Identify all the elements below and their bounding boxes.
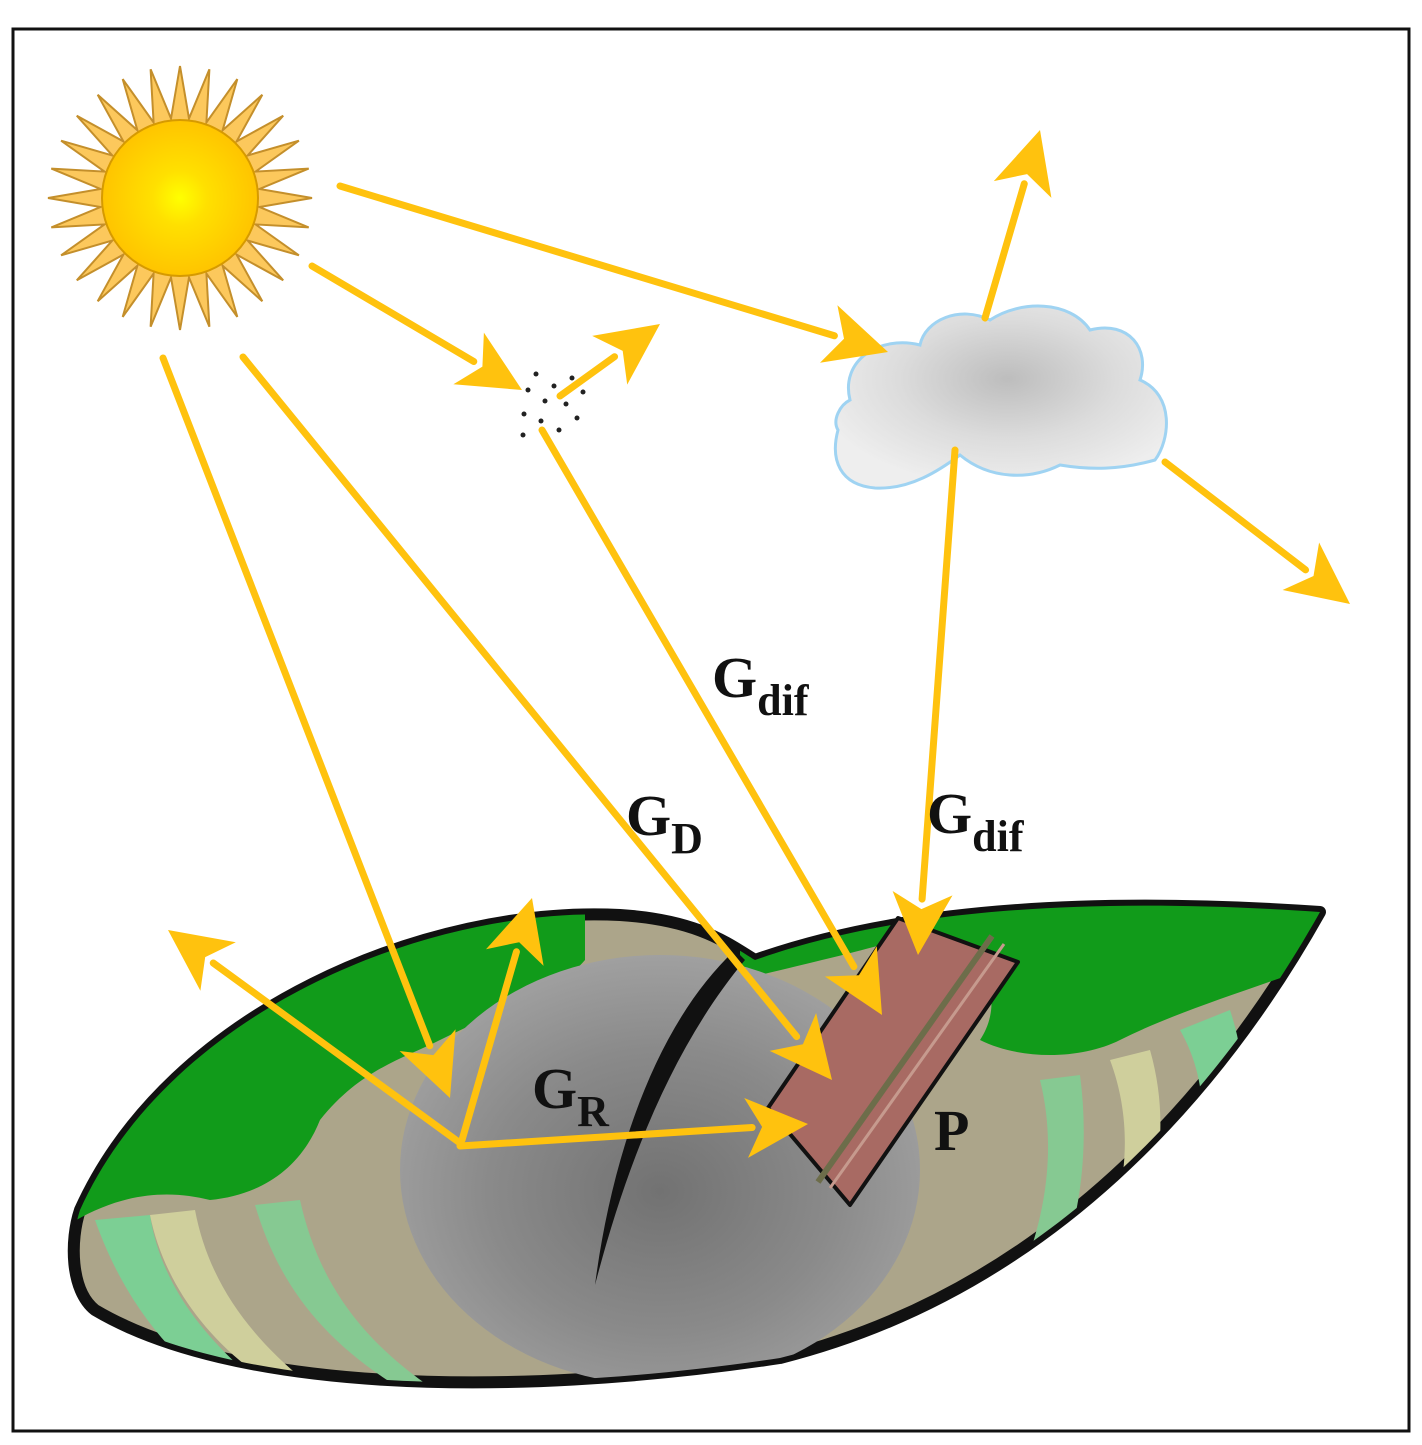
ray-cloud-scatter-right	[1161, 458, 1350, 604]
ray-particles-scatter	[556, 324, 660, 400]
ray-sun-to-ground-shaft	[159, 354, 434, 1050]
cloud-icon	[833, 304, 1168, 490]
label-g-dif-upper: Gdif	[712, 645, 810, 725]
ray-sun-to-ground	[159, 354, 456, 1098]
label-g-r: GR	[532, 1056, 610, 1136]
ray-cloud-to-panel-shaft	[918, 446, 959, 903]
ray-ground-reflect-to-panel-shaft	[456, 1124, 756, 1150]
ray-ground-reflect-left	[168, 930, 464, 1147]
ray-ground-reflect-up	[458, 898, 544, 1144]
ground-band-2	[150, 1210, 330, 1383]
ray-direct-to-panel	[239, 353, 832, 1080]
ray-cloud-scatter-up-head	[993, 130, 1052, 198]
ray-sun-to-particles-shaft	[308, 262, 478, 366]
label-g-d: GD	[626, 783, 703, 863]
ray-cloud-scatter-up-shaft	[981, 180, 1028, 322]
label-g-dif-lower: Gdif	[927, 781, 1025, 861]
ray-particles-to-panel-shaft	[538, 426, 858, 971]
radiation-rays	[159, 130, 1350, 1158]
ray-ground-reflect-to-panel	[456, 1098, 808, 1158]
ray-sun-to-particles	[308, 262, 522, 390]
ray-particles-to-panel	[538, 426, 882, 1015]
ray-ground-reflect-up-shaft	[458, 948, 520, 1144]
ray-direct-to-panel-head	[769, 1013, 832, 1080]
ray-particles-to-panel-head	[824, 946, 882, 1015]
ray-sun-to-cloud	[336, 182, 888, 363]
label-panel-p: P	[934, 1098, 969, 1163]
ray-sun-to-particles-head	[453, 332, 522, 390]
ray-particles-scatter-head	[592, 324, 660, 385]
ray-sun-to-cloud-shaft	[336, 182, 838, 340]
ray-sun-to-cloud-head	[820, 305, 888, 363]
ground-band-3	[255, 1200, 450, 1383]
ray-cloud-scatter-right-shaft	[1161, 458, 1310, 574]
ground-band-1	[95, 1215, 280, 1383]
ray-ground-reflect-to-panel-head	[744, 1098, 808, 1158]
ray-cloud-scatter-right-head	[1282, 542, 1350, 604]
ray-ground-reflect-up-head	[486, 898, 544, 966]
rock-mound	[400, 955, 920, 1383]
ray-ground-reflect-left-head	[168, 930, 236, 991]
ray-ground-reflect-left-shaft	[209, 959, 464, 1147]
ray-particles-scatter-shaft	[556, 353, 619, 400]
ray-direct-to-panel-shaft	[239, 353, 801, 1041]
ray-cloud-scatter-up	[981, 130, 1052, 322]
aerosol-particles-icon	[520, 371, 586, 438]
ray-cloud-to-panel	[892, 446, 959, 955]
ray-sun-to-ground-head	[399, 1029, 456, 1098]
ray-cloud-to-panel-head	[892, 891, 953, 955]
sun-icon	[47, 65, 313, 331]
